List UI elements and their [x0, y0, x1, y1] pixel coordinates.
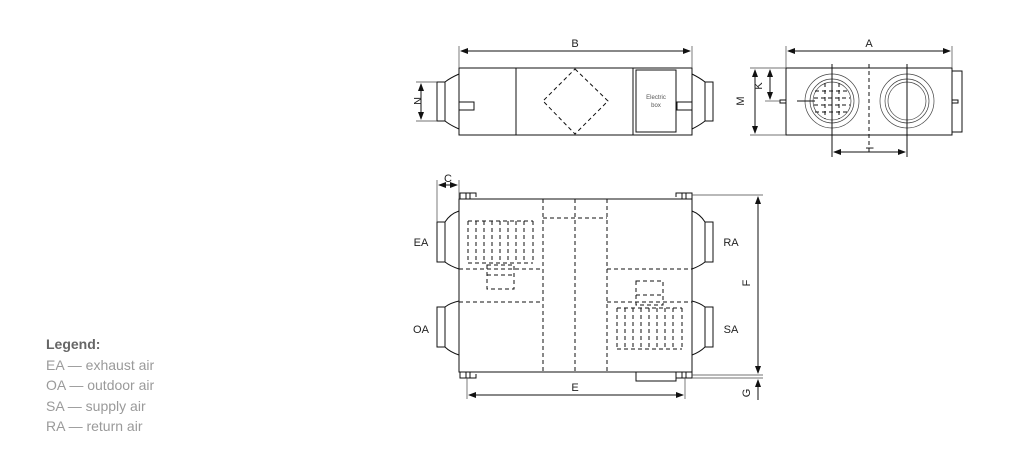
ra-duct: [704, 221, 714, 263]
top-view: Electric box B N: [411, 38, 714, 136]
legend-item: SA — supply air: [46, 397, 146, 414]
drain-box: [635, 371, 677, 382]
heat-exchanger-outline: [542, 68, 609, 135]
dimension-e-label: E: [571, 382, 578, 394]
dimension-b-label: B: [571, 38, 578, 50]
port-label-ra: RA: [723, 237, 739, 249]
electric-box-label: box: [651, 103, 661, 109]
legend-item: RA — return air: [46, 418, 143, 434]
ea-duct: [436, 221, 446, 263]
legend-title: Legend:: [46, 336, 101, 352]
mounting-bracket: [459, 192, 477, 199]
electric-box: [635, 69, 677, 133]
duct-right: [704, 81, 714, 122]
unit-body-top: [458, 67, 693, 136]
port-label-oa: OA: [413, 324, 430, 336]
exhaust-coil: [467, 220, 534, 264]
supply-coil: [616, 307, 683, 350]
sa-duct: [704, 306, 714, 348]
dimension-g-label: G: [741, 389, 753, 398]
front-view: EA OA RA SA C E F G: [413, 173, 763, 400]
duct-left: [436, 81, 446, 122]
dimension-m-label: M: [735, 96, 747, 105]
mounting-bracket: [675, 372, 693, 379]
electric-box-label: Electric: [646, 95, 666, 101]
oa-duct: [436, 306, 446, 348]
legend: Legend: EA — exhaust air OA — outdoor ai…: [46, 334, 154, 437]
mounting-bracket: [459, 372, 477, 379]
port-label-ea: EA: [414, 237, 429, 249]
mounting-bracket: [675, 192, 693, 199]
dimension-k-label: K: [753, 82, 765, 90]
dimension-i-label: I: [863, 146, 875, 149]
dimension-a-label: A: [865, 38, 873, 50]
dimension-n-label: N: [411, 97, 423, 105]
port-label-sa: SA: [724, 324, 739, 336]
dimension-f-label: F: [741, 279, 753, 286]
legend-item: EA — exhaust air: [46, 356, 155, 373]
legend-item: OA — outdoor air: [46, 377, 155, 393]
side-view: A I M K: [735, 38, 963, 157]
exhaust-fan: [486, 264, 515, 290]
dimension-c-label: C: [444, 173, 452, 185]
supply-fan: [635, 280, 664, 306]
